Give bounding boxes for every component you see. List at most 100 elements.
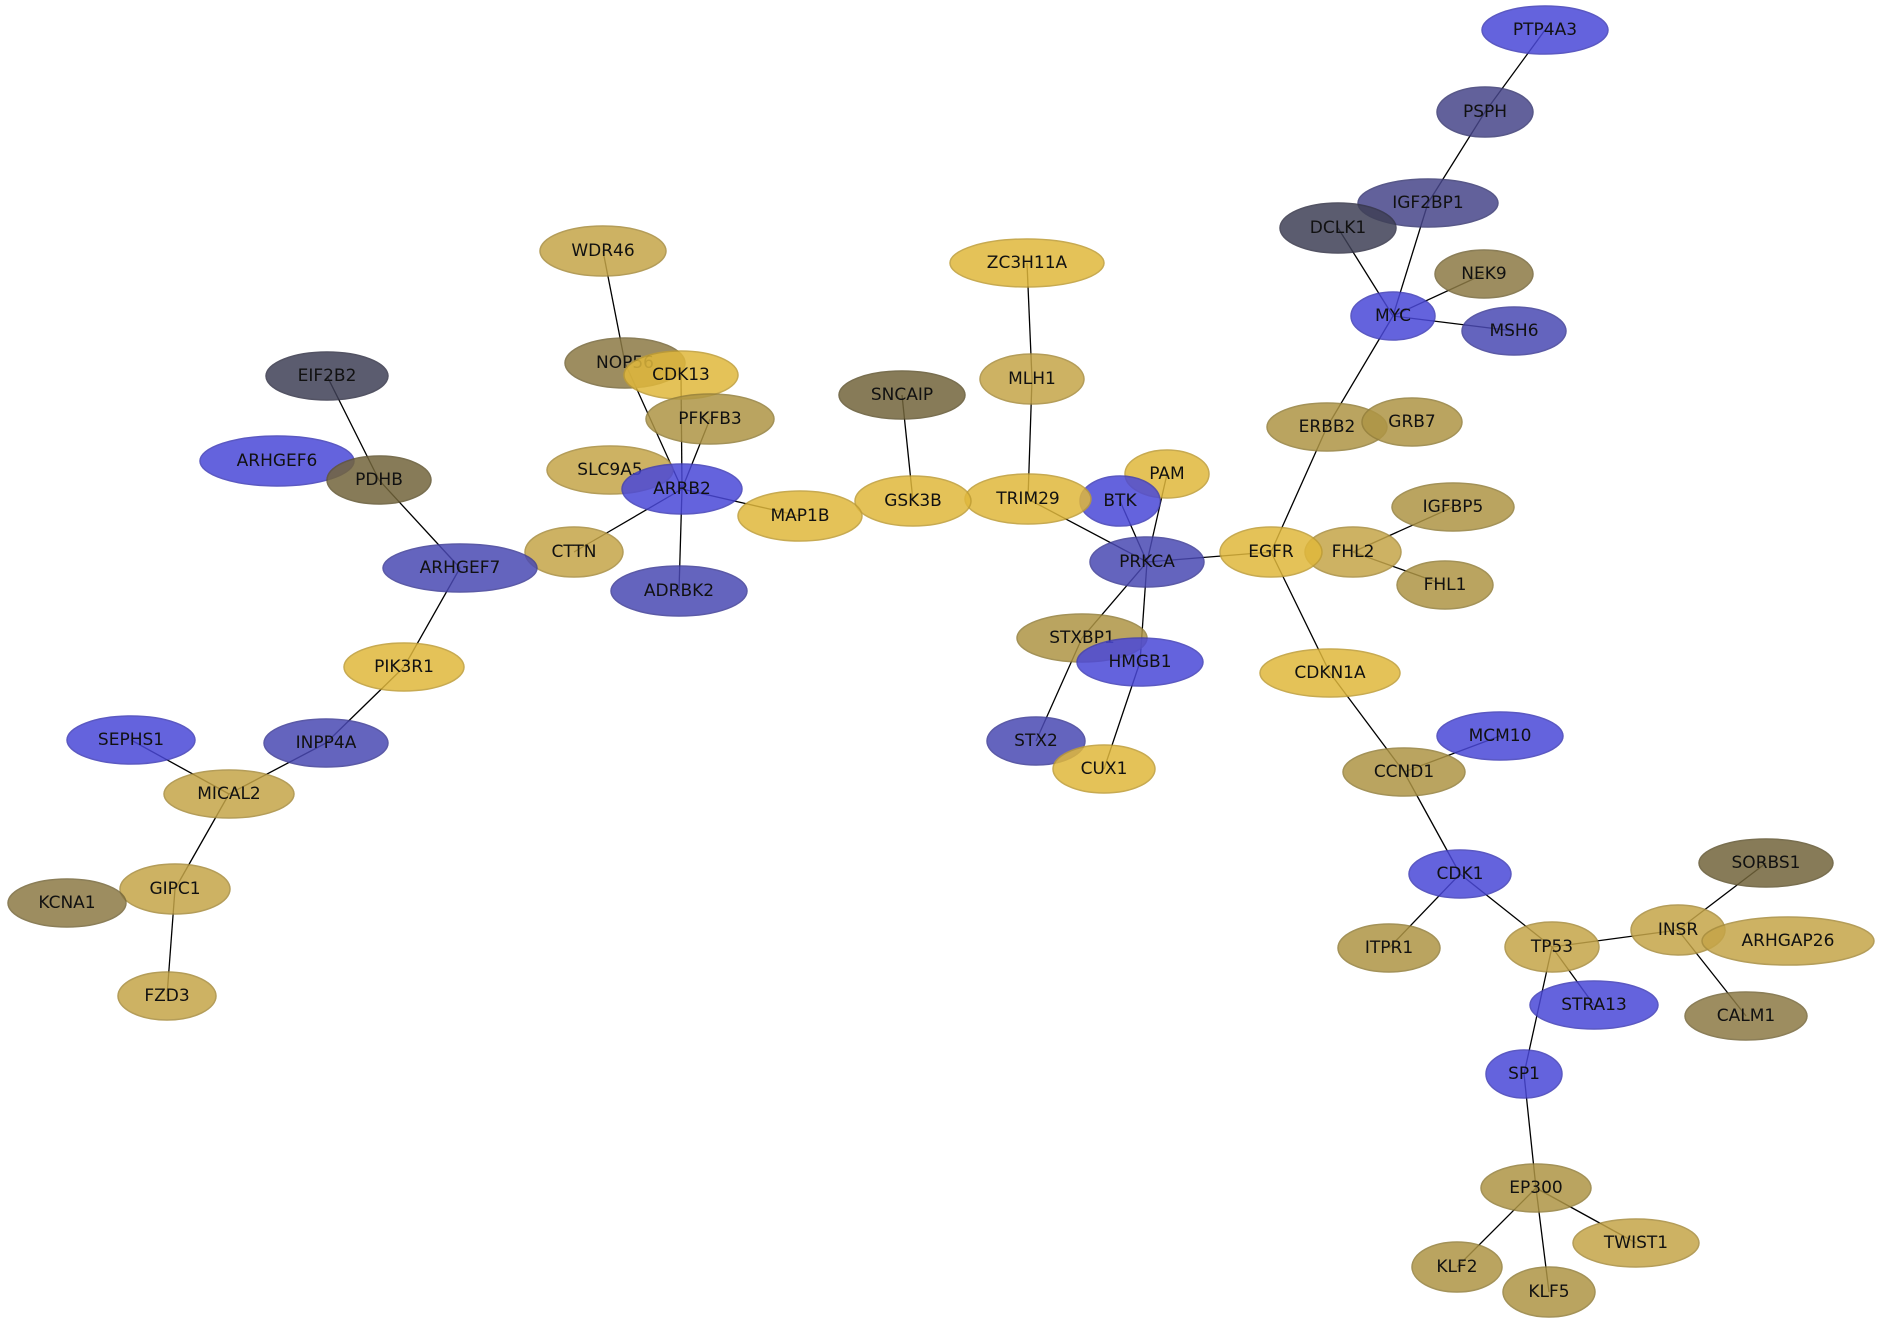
node-fhl1[interactable]: FHL1 [1396,560,1494,610]
node-arhgap26[interactable]: ARHGAP26 [1701,916,1875,966]
node-shape [838,370,966,420]
node-igf2bp1[interactable]: IGF2BP1 [1357,178,1499,228]
node-shape [1698,838,1834,888]
node-shape [1357,178,1499,228]
node-hmgb1[interactable]: HMGB1 [1076,637,1204,687]
node-gsk3b[interactable]: GSK3B [854,475,972,527]
node-shape [1436,86,1534,138]
node-klf2[interactable]: KLF2 [1411,1241,1503,1293]
node-pik3r1[interactable]: PIK3R1 [343,642,465,692]
node-shape [1480,1163,1592,1213]
node-btk[interactable]: BTK [1079,475,1161,527]
node-ptp4a3[interactable]: PTP4A3 [1481,5,1609,55]
node-nek9[interactable]: NEK9 [1434,249,1534,299]
node-sp1[interactable]: SP1 [1485,1049,1563,1099]
node-klf5[interactable]: KLF5 [1502,1266,1596,1318]
node-tp53[interactable]: TP53 [1504,921,1600,973]
node-label: PIK3R1 [374,657,434,677]
node-wdr46[interactable]: WDR46 [539,225,667,277]
node-msh6[interactable]: MSH6 [1461,306,1567,356]
node-shape [119,863,231,915]
node-cttn[interactable]: CTTN [524,526,624,578]
node-sephs1[interactable]: SEPHS1 [66,715,196,765]
node-shape [1572,1218,1700,1268]
node-shape [1485,1049,1563,1099]
node-label: ARRB2 [653,479,711,499]
node-shape [1259,648,1401,698]
node-sncaip[interactable]: SNCAIP [838,370,966,420]
node-egfr[interactable]: EGFR [1219,526,1323,578]
node-shape [1504,921,1600,973]
node-calm1[interactable]: CALM1 [1684,991,1808,1041]
node-label: SP1 [1508,1064,1540,1084]
node-shape [1219,526,1323,578]
node-zc3h11a[interactable]: ZC3H11A [949,238,1105,288]
node-label: EP300 [1509,1178,1562,1198]
node-arhgef6[interactable]: ARHGEF6 [199,435,355,487]
node-adrbk2[interactable]: ADRBK2 [610,565,748,617]
node-label: PRKCA [1119,552,1175,572]
node-shape [1684,991,1808,1041]
node-shape [1052,744,1156,794]
node-stra13[interactable]: STRA13 [1529,980,1659,1030]
node-sorbs1[interactable]: SORBS1 [1698,838,1834,888]
node-label: EIF2B2 [298,366,357,386]
node-pfkfb3[interactable]: PFKFB3 [645,393,775,445]
node-label: TP53 [1530,937,1573,957]
node-label: GSK3B [884,491,942,511]
node-label: INPP4A [296,733,357,753]
node-stx2[interactable]: STX2 [986,716,1086,766]
node-label: ITPR1 [1365,938,1413,958]
node-fzd3[interactable]: FZD3 [117,971,217,1021]
node-grb7[interactable]: GRB7 [1361,397,1463,447]
node-gipc1[interactable]: GIPC1 [119,863,231,915]
node-erbb2[interactable]: ERBB2 [1266,402,1388,452]
node-cdk13[interactable]: CDK13 [623,350,739,400]
node-trim29[interactable]: TRIM29 [964,473,1092,525]
node-ccnd1[interactable]: CCND1 [1342,747,1466,797]
node-prkca[interactable]: PRKCA [1089,536,1205,588]
node-myc[interactable]: MYC [1350,291,1436,341]
node-label: PDHB [355,470,403,490]
node-label: KLF5 [1528,1282,1569,1302]
node-kcna1[interactable]: KCNA1 [7,878,127,928]
node-arrb2[interactable]: ARRB2 [621,463,743,515]
node-shape [1436,711,1564,761]
node-eif2b2[interactable]: EIF2B2 [265,351,389,401]
node-label: CDKN1A [1294,663,1366,683]
node-map1b[interactable]: MAP1B [737,490,863,542]
node-label: FZD3 [144,986,189,1006]
node-itpr1[interactable]: ITPR1 [1337,923,1441,973]
node-arhgef7[interactable]: ARHGEF7 [382,543,538,593]
node-pdhb[interactable]: PDHB [326,455,432,505]
node-label: CDK13 [652,365,710,385]
node-cdk1[interactable]: CDK1 [1408,849,1512,899]
node-mcm10[interactable]: MCM10 [1436,711,1564,761]
node-label: ARHGEF6 [237,451,318,471]
node-cdkn1a[interactable]: CDKN1A [1259,648,1401,698]
node-twist1[interactable]: TWIST1 [1572,1218,1700,1268]
node-label: IGFBP5 [1423,497,1484,517]
node-label: STX2 [1014,731,1058,751]
node-shape [621,463,743,515]
node-fhl2[interactable]: FHL2 [1304,526,1402,578]
node-mical2[interactable]: MICAL2 [163,769,295,819]
node-dclk1[interactable]: DCLK1 [1279,202,1397,254]
node-ep300[interactable]: EP300 [1480,1163,1592,1213]
node-psph[interactable]: PSPH [1436,86,1534,138]
node-label: INSR [1658,920,1699,940]
node-shape [1279,202,1397,254]
node-label: KLF2 [1436,1257,1477,1277]
node-shape [539,225,667,277]
node-shape [1434,249,1534,299]
node-label: CALM1 [1717,1006,1775,1026]
node-inpp4a[interactable]: INPP4A [263,718,389,768]
node-cux1[interactable]: CUX1 [1052,744,1156,794]
node-label: TRIM29 [995,489,1060,509]
node-igfbp5[interactable]: IGFBP5 [1391,482,1515,532]
node-mlh1[interactable]: MLH1 [979,353,1085,405]
node-shape [1701,916,1875,966]
node-label: ARHGAP26 [1742,931,1835,951]
node-label: MAP1B [770,506,829,526]
